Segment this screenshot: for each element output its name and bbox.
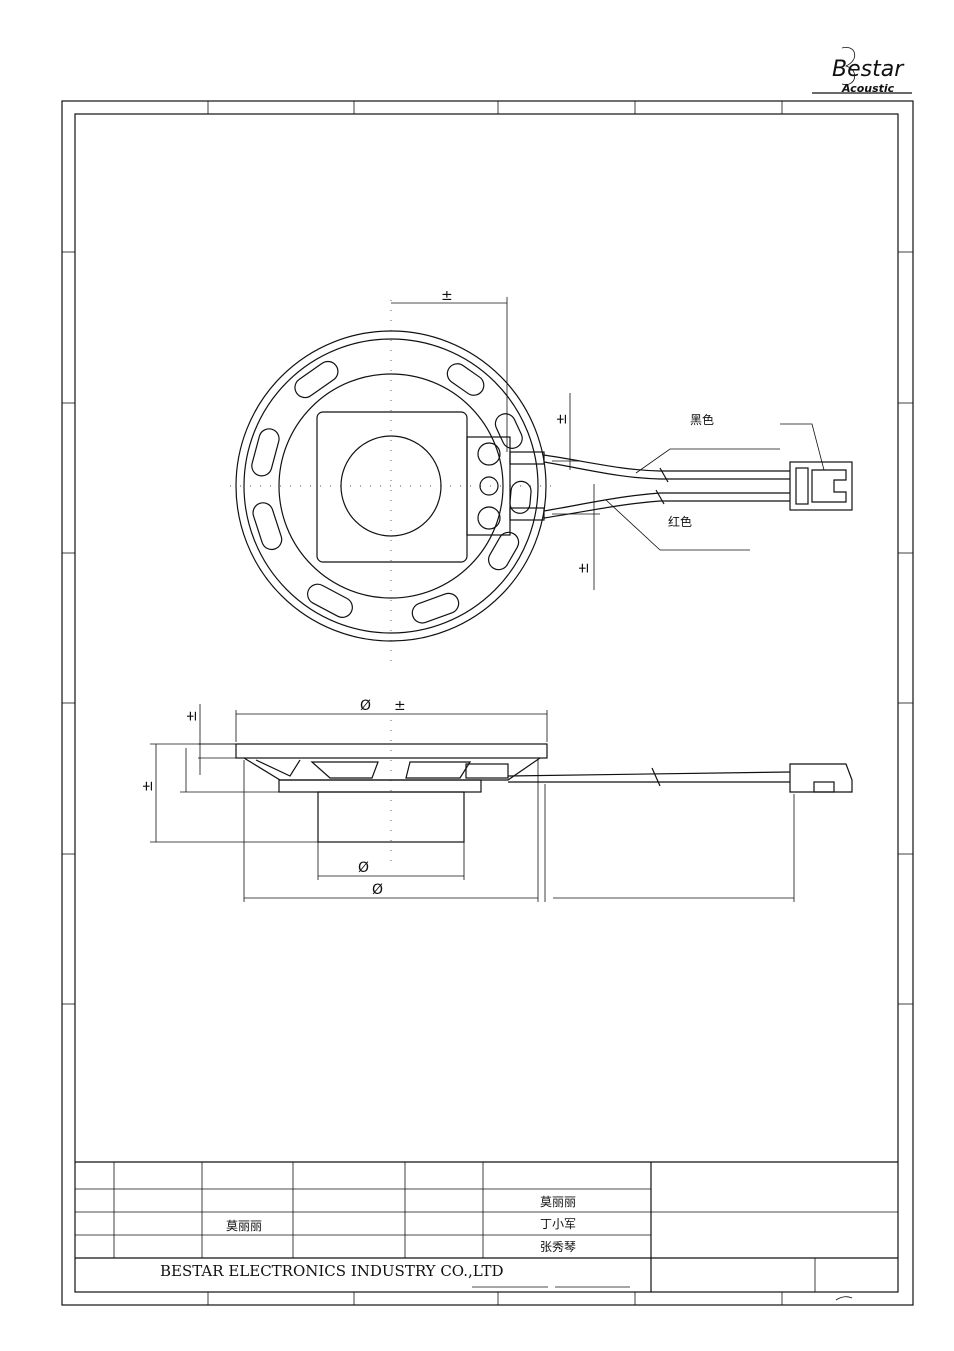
title-block: 莫丽丽 莫丽丽 丁小军 张秀琴 BESTAR ELECTRONICS INDUS…	[75, 1161, 898, 1301]
speaker-side-view	[235, 720, 853, 870]
dim-magnet-diameter-symbol: Ø	[358, 860, 369, 876]
dim-rim-thickness-tolerance: ±	[184, 710, 200, 722]
company-name: BESTAR ELECTRONICS INDUSTRY CO.,LTD	[160, 1262, 504, 1280]
red-wire-label: 红色	[668, 514, 692, 529]
wire-labels: 黑色 红色	[605, 413, 825, 551]
drawing-frame	[61, 100, 914, 1306]
bestar-logo: Bestar Acoustic	[812, 46, 912, 95]
dim-frame-diameter-symbol: Ø	[372, 882, 383, 898]
dim-height-tolerance: ±	[140, 780, 156, 792]
title-block-name-4: 张秀琴	[540, 1240, 576, 1254]
dim-outer-diameter-symbol: Ø	[360, 698, 371, 714]
connector-top-view	[789, 461, 853, 511]
logo-sub-text: Acoustic	[841, 82, 895, 95]
side-view-dimensions: Ø ± Ø Ø ± ±	[140, 698, 795, 902]
dim-offset-tolerance: ±	[441, 288, 453, 304]
frame-slots	[251, 360, 532, 624]
dim-tab-tolerance-2: ±	[576, 562, 592, 574]
dim-tab-tolerance-1: ±	[554, 413, 570, 425]
top-view-dimensions: ± ± ±	[391, 288, 600, 590]
logo-brand-text: Bestar	[832, 57, 905, 82]
title-block-name-1: 莫丽丽	[540, 1195, 576, 1209]
wire-harness-top	[543, 454, 790, 519]
dim-outer-diameter-tolerance: ±	[394, 698, 406, 714]
black-wire-label: 黑色	[690, 413, 714, 427]
title-block-name-3: 丁小军	[540, 1217, 576, 1231]
speaker-top-view	[230, 300, 555, 670]
title-block-name-2: 莫丽丽	[226, 1219, 262, 1233]
